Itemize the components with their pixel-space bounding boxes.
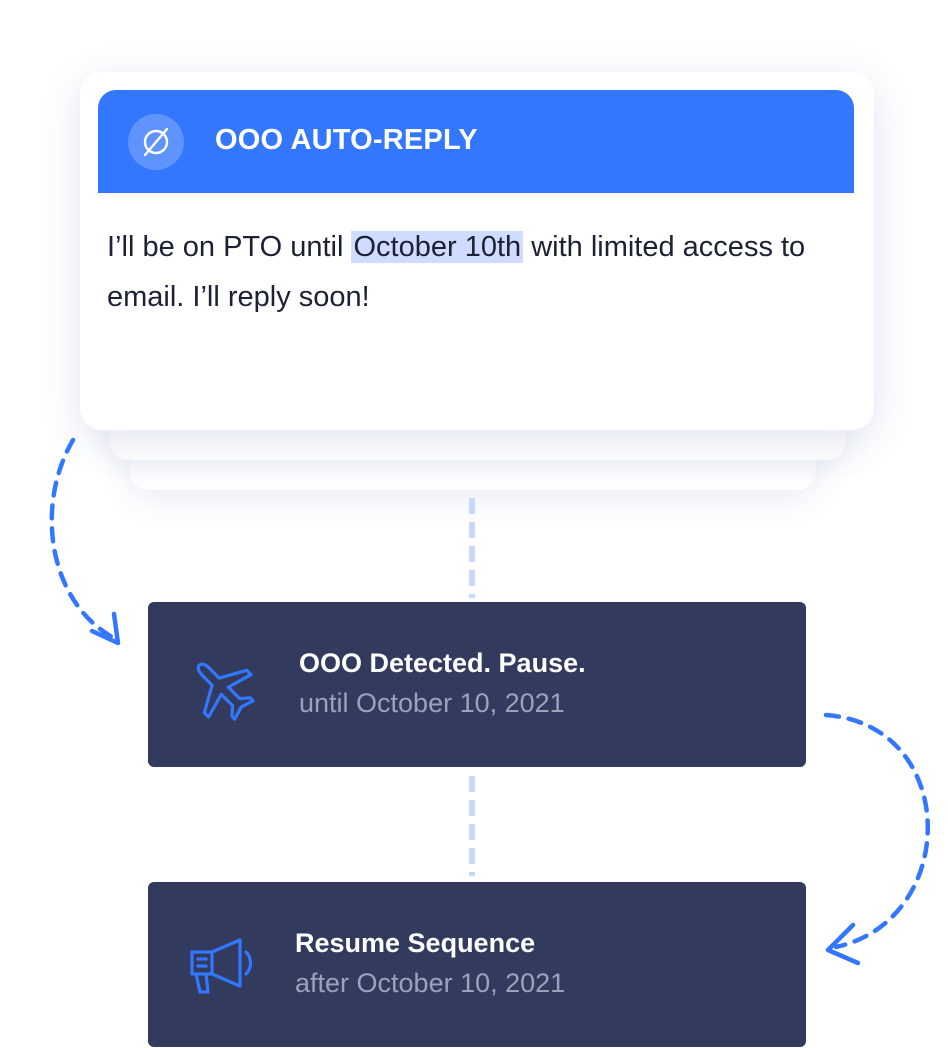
message-text: I’ll be on PTO until [107, 231, 352, 263]
auto-reply-card: OOO AUTO-REPLY I’ll be on PTO until Octo… [80, 72, 874, 430]
step-resume-sequence: Resume Sequence after October 10, 2021 [148, 882, 806, 1047]
step-title: Resume Sequence [295, 928, 536, 958]
auto-reply-message: I’ll be on PTO until October 10th with l… [107, 222, 827, 322]
flow-connector [469, 498, 475, 598]
left-arrowhead [89, 611, 121, 646]
message-text: with limited access to email. I’ll reply… [107, 231, 806, 313]
left-curved-arrow [49, 437, 115, 640]
step-subtitle: after October 10, 2021 [295, 968, 566, 998]
auto-reply-title: OOO AUTO-REPLY [215, 124, 478, 156]
step-ooo-detected: OOO Detected. Pause. until October 10, 2… [148, 602, 806, 767]
highlighted-date: October 10th [351, 231, 524, 263]
airplane-icon [186, 652, 258, 724]
right-arrowhead [825, 922, 861, 966]
megaphone-icon [186, 932, 258, 1004]
step-subtitle: until October 10, 2021 [299, 688, 565, 718]
empty-set-icon [128, 114, 184, 170]
right-curved-arrow [823, 712, 930, 950]
auto-reply-card-header: OOO AUTO-REPLY [98, 90, 854, 193]
flow-connector [469, 776, 475, 876]
step-title: OOO Detected. Pause. [299, 648, 586, 678]
